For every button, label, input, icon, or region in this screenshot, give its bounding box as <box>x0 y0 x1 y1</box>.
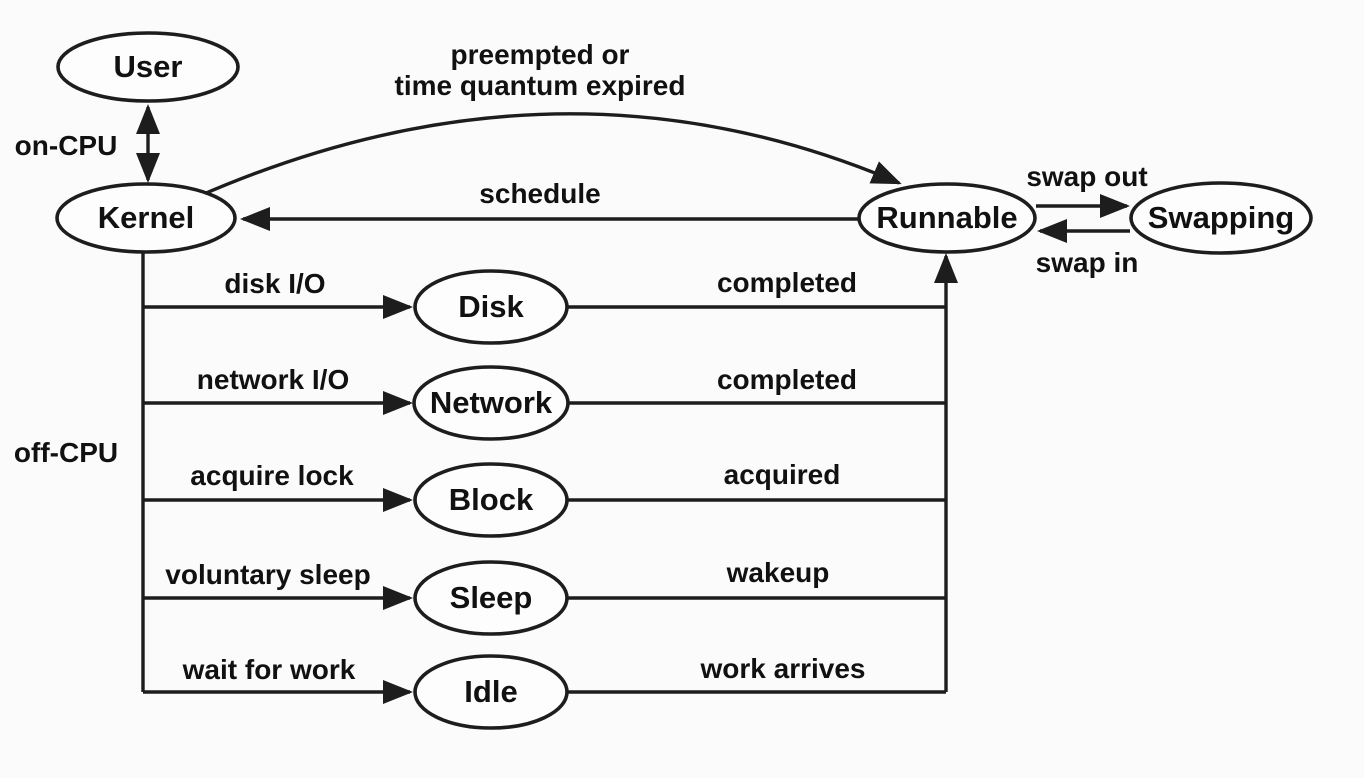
runnable-node-ellipse <box>857 182 1037 254</box>
work-arrives-label: work arrives <box>700 653 866 684</box>
user-node-ellipse <box>56 31 240 103</box>
disk-completed-label: completed <box>716 267 858 298</box>
preempt-curve-arrow <box>196 112 902 199</box>
disk-node-ellipse <box>413 269 569 345</box>
schedule-label: schedule <box>479 178 601 209</box>
kernel-node-label: Kernel <box>97 200 195 235</box>
kernel-node-ellipse <box>55 182 237 254</box>
block-node-ellipse <box>413 462 569 538</box>
network-io-label: network I/O <box>196 364 350 395</box>
preempt-label-line2: time quantum expired <box>394 70 686 101</box>
runnable-node-label: Runnable <box>876 200 1018 235</box>
network-node-ellipse <box>412 365 570 441</box>
acquired-label: acquired <box>723 459 841 490</box>
disk-io-label: disk I/O <box>224 268 326 299</box>
user-node-label: User <box>113 49 183 84</box>
swapping-node-ellipse <box>1129 181 1313 255</box>
off-cpu-label: off-CPU <box>13 437 119 468</box>
disk-node-label: Disk <box>458 289 524 324</box>
network-node-label: Network <box>429 385 553 420</box>
voluntary-sleep-label: voluntary sleep <box>165 559 371 590</box>
network-completed-label: completed <box>716 364 858 395</box>
wait-for-work-label: wait for work <box>182 654 356 685</box>
acquire-lock-label: acquire lock <box>190 460 354 491</box>
swap-in-label: swap in <box>1035 247 1139 278</box>
preempt-label: preempted or time quantum expired <box>395 39 686 101</box>
block-node-label: Block <box>448 482 534 517</box>
swapping-node-label: Swapping <box>1147 200 1295 235</box>
idle-node-label: Idle <box>464 674 518 709</box>
wakeup-label: wakeup <box>726 557 830 588</box>
preempt-label-line1: preempted or <box>450 39 630 70</box>
swap-out-label: swap out <box>1026 161 1148 192</box>
sleep-node-ellipse <box>413 560 569 636</box>
on-cpu-label: on-CPU <box>14 130 118 161</box>
sleep-node-label: Sleep <box>449 580 533 615</box>
idle-node-ellipse <box>413 654 569 730</box>
